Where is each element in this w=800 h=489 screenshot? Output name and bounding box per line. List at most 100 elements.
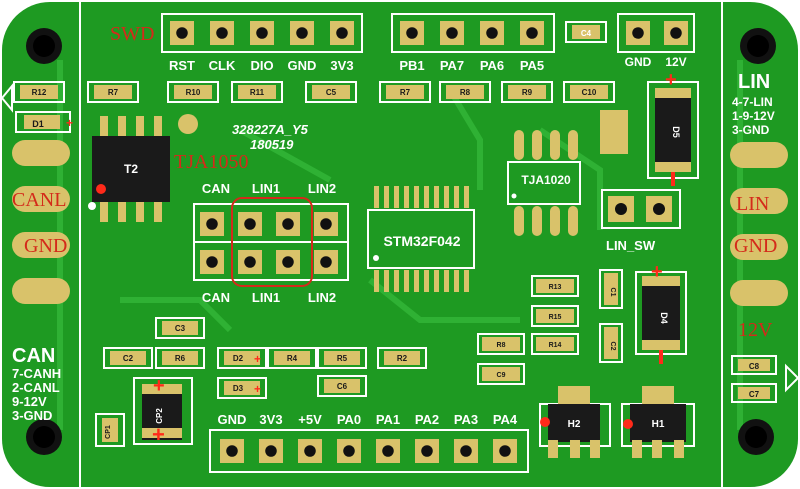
right-pin-lin: LIN (736, 193, 769, 215)
part-pad-2 (174, 85, 212, 99)
svg-text:+: + (665, 69, 677, 91)
part-label-7: R9 (522, 88, 533, 97)
svg-text:C4: C4 (581, 29, 592, 38)
mr-pad-4 (274, 351, 310, 365)
jumper-top-label-1: LIN1 (252, 181, 280, 196)
rm-label-0: R13 (549, 284, 562, 291)
t2-pin-bottom-3 (154, 200, 162, 222)
mr-outline-6 (377, 347, 427, 369)
lin-pin-bottom-0 (514, 206, 524, 236)
can-title: CAN (12, 345, 55, 367)
part-label-2: R10 (186, 88, 201, 97)
mcu-pin-bottom-6 (434, 270, 439, 292)
jumper-pad-r0c0-hole (206, 218, 218, 230)
lin-pin-bottom-1 (532, 206, 542, 236)
fiducial (178, 114, 198, 134)
lin-pin-top-0 (514, 130, 524, 160)
rm-outline-4 (477, 363, 525, 385)
rm-pad-3 (482, 337, 520, 351)
part-pad-0 (20, 85, 58, 99)
bottom-pad-5-hole (421, 445, 433, 457)
d-label-1: D3 (233, 384, 244, 393)
d-plus-0: + (254, 352, 261, 366)
mr-outline-0 (155, 317, 205, 339)
mr-pad-2 (162, 351, 198, 365)
part-pad-1 (94, 85, 132, 99)
part-pad-6 (446, 85, 484, 99)
power-label-12v: 12V (665, 55, 686, 69)
mcu-pin-top-5 (424, 186, 429, 208)
lin-pin-top-3 (568, 130, 578, 160)
mr-outline-5 (317, 347, 367, 369)
mounting-holes (26, 28, 776, 455)
part-number: 328227A_Y5 (232, 122, 309, 137)
svg-text:+: + (651, 261, 663, 283)
rm-pad-0 (536, 279, 574, 293)
pa-pad-pa5-hole (526, 27, 538, 39)
right-edge-pads (730, 142, 788, 306)
jumper-bottom-label-2: LIN2 (308, 290, 336, 305)
rm-outline-3 (477, 333, 525, 355)
mcu-pin-bottom-5 (424, 270, 429, 292)
mcu-pin-bottom-4 (414, 270, 419, 292)
swd-pad-dio-hole (256, 27, 268, 39)
svg-text:+: + (66, 116, 73, 130)
mr-outline-7 (317, 375, 367, 397)
bottom-label-4: PA1 (376, 412, 400, 427)
bottom-label-1: 3V3 (259, 412, 282, 427)
mcu-pin-top-2 (394, 186, 399, 208)
t2-pin-top-3 (154, 116, 162, 138)
swd-title: SWD (110, 23, 154, 45)
left-pin-canl: CANL (12, 189, 66, 211)
swd-pad-3v3-hole (336, 27, 348, 39)
bottom-label-6: PA3 (454, 412, 478, 427)
lin-pin-top-1 (532, 130, 542, 160)
part-pad-5 (386, 85, 424, 99)
rm-outline-6 (599, 323, 623, 363)
svg-text:D4: D4 (659, 312, 669, 324)
rm-pad-4 (482, 367, 520, 381)
h1-regulator: H1 (621, 386, 695, 458)
part-pad-7 (508, 85, 546, 99)
can-map-0: 7-CANH (12, 366, 61, 381)
svg-text:D5: D5 (671, 126, 681, 138)
part-outline-2 (167, 81, 219, 103)
cp1-capacitor: CP1 (95, 413, 125, 447)
swd-pad-gnd-hole (296, 27, 308, 39)
can-map-1: 2-CANL (12, 380, 60, 395)
mr-pad-6 (384, 351, 420, 365)
rm-outline-1 (531, 305, 579, 327)
part-outline-3 (231, 81, 283, 103)
mcu-pin-top-9 (464, 186, 469, 208)
lin-map-2: 3-GND (732, 123, 770, 137)
t2-can-transceiver: T2 (88, 116, 170, 222)
bottom-label-7: PA4 (493, 412, 518, 427)
part-label-1: R7 (108, 88, 119, 97)
date-code: 180519 (250, 137, 294, 152)
part-outline-6 (439, 81, 491, 103)
jumper-bottom-label-1: LIN1 (252, 290, 280, 305)
svg-text:C7: C7 (749, 390, 760, 399)
mr-pad-5 (324, 351, 360, 365)
mcu-pin-bottom-8 (454, 270, 459, 292)
rm-pad-1 (536, 309, 574, 323)
rm-label-2: R14 (549, 342, 562, 349)
jumper-pad-r1c0-hole (206, 256, 218, 268)
swd-label-rst: RST (169, 58, 195, 73)
left-pin-gnd: GND (24, 235, 67, 257)
mr-label-1: C2 (123, 354, 134, 363)
part-pad-3 (238, 85, 276, 99)
rm-label-6: C2 (609, 342, 616, 351)
pa-label-pa5: PA5 (520, 58, 544, 73)
rm-pad-2 (536, 337, 574, 351)
jumper-top-label-0: CAN (202, 181, 230, 196)
mr-pad-1 (110, 351, 146, 365)
mcu-pin-bottom-3 (404, 270, 409, 292)
